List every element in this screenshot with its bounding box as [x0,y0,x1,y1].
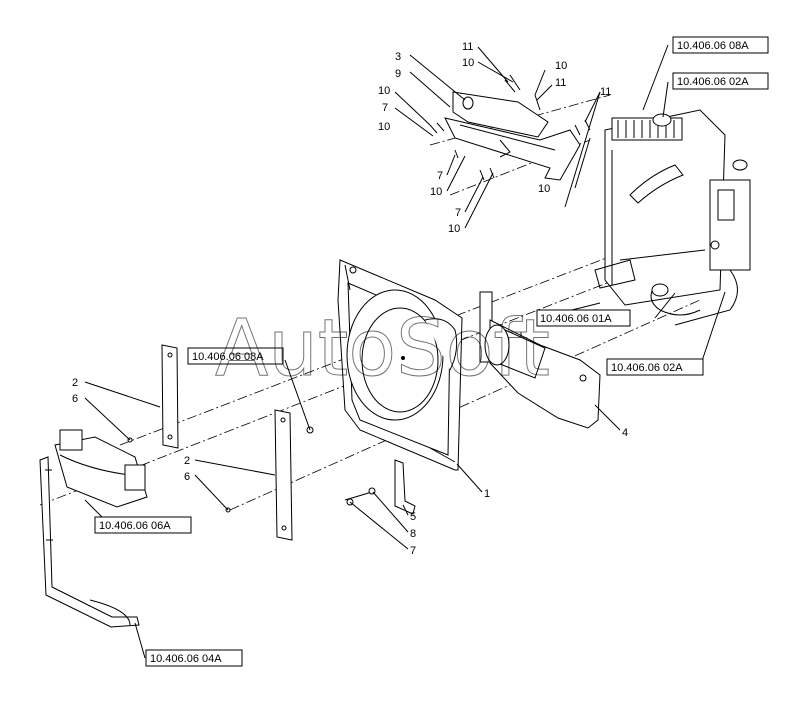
callout-7: 7 [382,102,388,114]
callout-1: 1 [484,488,490,500]
callout-6: 6 [184,471,190,483]
bracket-hardware [344,459,416,515]
expansion-tank-assembly [39,429,148,628]
callout-10: 10 [378,121,390,133]
callout-2: 2 [72,377,78,389]
callout-2: 2 [184,455,190,467]
callout-3: 3 [395,51,401,63]
upper-shroud-plates [429,74,591,181]
callout-11: 11 [600,86,611,98]
callout-11: 11 [555,77,566,89]
callout-10: 10 [538,183,550,195]
watermark-text: AutoSoft [215,304,550,394]
ref-label[interactable]: 10.406.06 08A [192,351,264,363]
shroud-side-plate [479,291,601,429]
callout-8: 8 [410,528,416,540]
callout-11: 11 [462,41,473,53]
callout-5: 5 [410,511,416,523]
callout-6: 6 [72,393,78,405]
fan-shroud [337,259,463,471]
callout-7: 7 [410,545,416,557]
callout-7: 7 [437,170,443,182]
callout-10: 10 [430,186,442,198]
callout-10: 10 [462,57,474,69]
callout-10: 10 [378,85,390,97]
callout-10: 10 [555,60,567,72]
callout-4: 4 [622,427,628,439]
ref-label[interactable]: 10.406.06 01A [540,313,612,325]
reference-boxes: 10.406.06 08A 10.406.06 02A 10.406.06 08… [94,36,769,667]
callout-10: 10 [448,223,460,235]
ref-label[interactable]: 10.406.06 02A [677,76,749,88]
seal-strips [127,344,314,541]
callout-7: 7 [455,207,461,219]
ref-label[interactable]: 10.406.06 02A [611,362,683,374]
ref-label[interactable]: 10.406.06 08A [677,40,749,52]
radiator-assembly [594,109,751,326]
leader-lines [84,44,726,659]
callout-numbers: 3 9 10 7 11 10 10 10 11 11 7 10 7 10 10 … [72,41,628,557]
ref-label[interactable]: 10.406.06 04A [150,653,222,665]
ref-label[interactable]: 10.406.06 06A [99,520,171,532]
callout-9: 9 [395,68,401,80]
